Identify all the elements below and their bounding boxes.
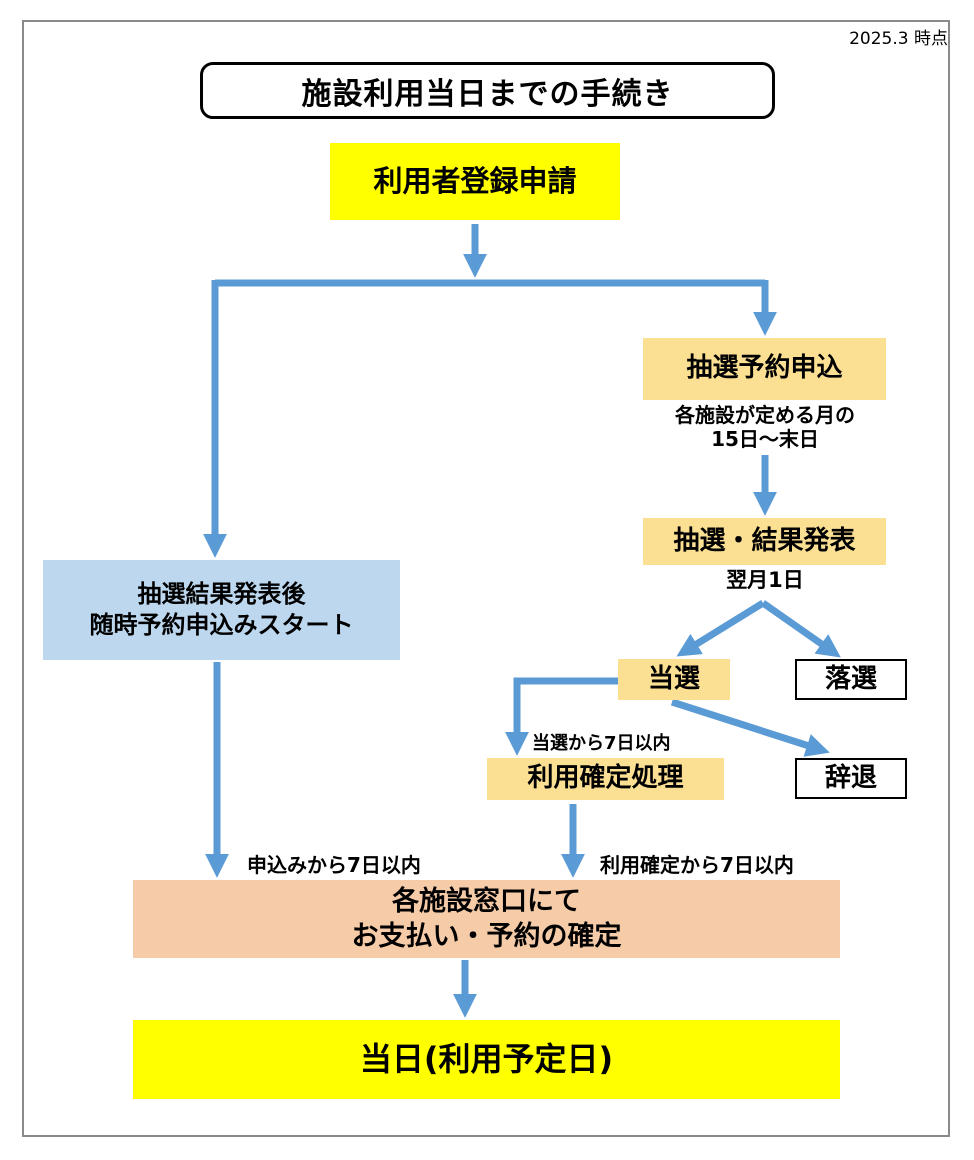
node-lose: 落選 [795, 659, 907, 700]
node-lottery-application: 抽選予約申込 [643, 338, 886, 400]
node-user-registration: 利用者登録申請 [330, 143, 620, 220]
note-use-confirmation-deadline: 利用確定から7日以内 [600, 853, 794, 877]
connector-split-to-lose [760, 600, 841, 658]
connector-win-to-decline [670, 698, 830, 757]
note-result-date: 翌月1日 [726, 568, 804, 592]
page-title: 施設利用当日までの手続き [200, 62, 775, 119]
connector-win-to-confirm [505, 677, 618, 756]
node-win: 当選 [618, 659, 730, 700]
outer-frame [22, 20, 950, 1137]
note-application-deadline: 申込みから7日以内 [247, 853, 421, 877]
node-random-reservation-start: 抽選結果発表後 随時予約申込みスタート [43, 560, 400, 660]
node-use-day: 当日(利用予定日) [133, 1020, 840, 1099]
node-lottery-result-announcement: 抽選・結果発表 [643, 518, 886, 565]
node-decline: 辞退 [795, 758, 907, 799]
note-confirm-deadline: 当選から7日以内 [532, 733, 671, 754]
connector-split-to-win [676, 600, 765, 657]
note-lottery-apply-period: 各施設が定める月の 15日～末日 [675, 403, 855, 451]
node-payment-at-facility: 各施設窓口にて お支払い・予約の確定 [133, 880, 840, 958]
node-use-confirmation: 利用確定処理 [487, 758, 724, 800]
timestamp-label: 2025.3 時点 [849, 29, 948, 49]
